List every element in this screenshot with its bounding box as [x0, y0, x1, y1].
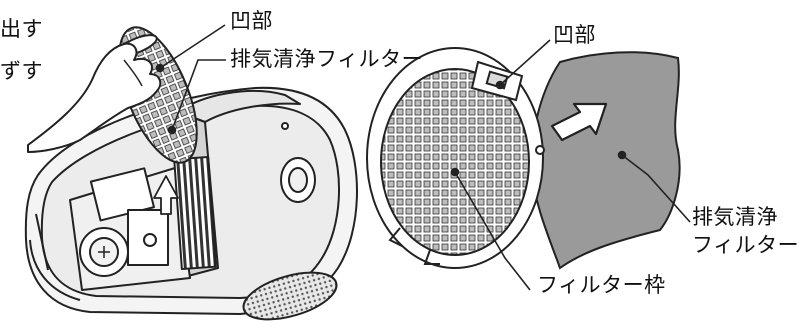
- label-recess-right: 凹部: [553, 23, 596, 47]
- label-exhaust-filter-right-1: 排気清浄: [692, 205, 778, 229]
- exhaust-filter-sheet: [530, 51, 681, 270]
- label-exhaust-filter-right-2: フィルター: [692, 233, 800, 257]
- filter-frame: [366, 47, 545, 269]
- hand-icon: [27, 42, 162, 153]
- label-cut-top: 出す: [0, 17, 43, 41]
- label-exhaust-filter-left: 排気清浄フィルター: [230, 47, 424, 71]
- vacuum-body: [24, 86, 358, 321]
- label-filter-frame: フィルター枠: [537, 273, 666, 297]
- label-cut-bottom: ずす: [0, 59, 43, 83]
- leader-lines: [155, 24, 691, 291]
- label-recess-left: 凹部: [230, 9, 273, 33]
